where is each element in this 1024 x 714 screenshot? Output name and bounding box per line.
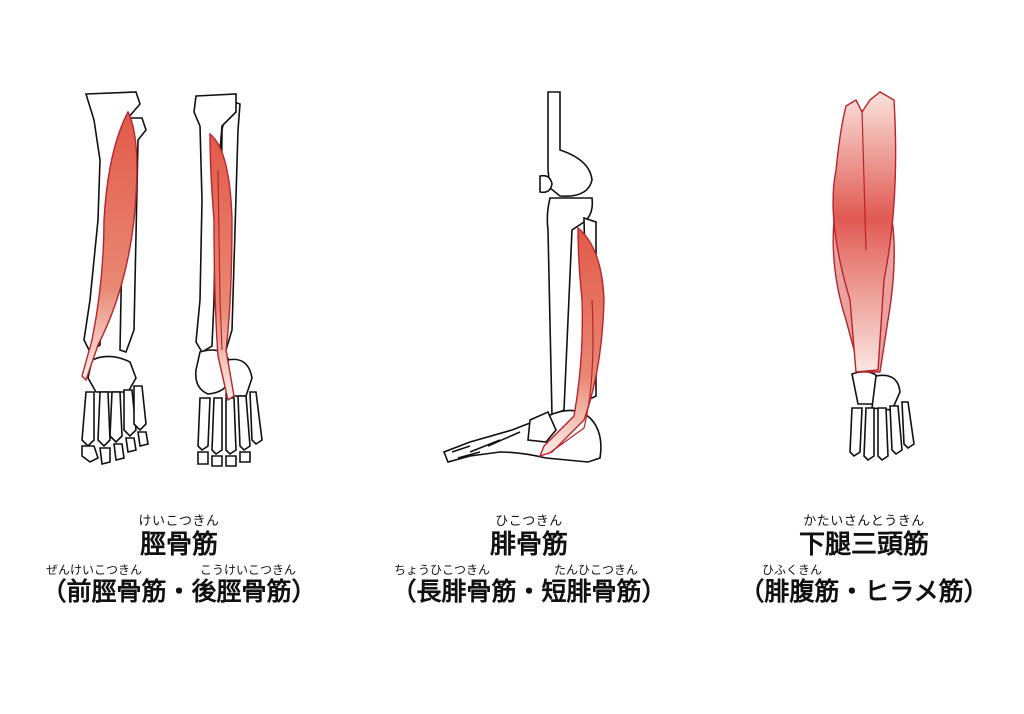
toe-4 xyxy=(125,437,137,453)
calf-metatarsal-2 xyxy=(863,407,875,462)
tibialis-posterior-center-line xyxy=(217,169,223,351)
metatarsal-5 xyxy=(133,385,147,432)
rear-metatarsal-4 xyxy=(237,395,251,452)
rear-metatarsal-2 xyxy=(211,397,223,456)
sub-label: （前脛骨筋・後脛骨筋） xyxy=(41,577,317,606)
metatarsal-3 xyxy=(109,391,123,444)
metatarsal-4 xyxy=(123,389,137,438)
calf-metatarsal-1 xyxy=(849,407,863,458)
sub-ruby-right: こうけいこつきん xyxy=(200,563,297,577)
calf-figure-bones xyxy=(849,370,915,462)
gastrocnemius-muscle xyxy=(832,91,897,373)
rear-metatarsal-1 xyxy=(197,397,211,452)
sub-ruby-left: ぜんけいこつきん xyxy=(46,563,143,577)
label-tibial-muscles: けいこつきん 脛骨筋 ぜんけいこつきん こうけいこつきん （前脛骨筋・後脛骨筋） xyxy=(14,514,344,613)
main-label: 脛骨筋 xyxy=(139,530,218,560)
sub-label: （腓腹筋・ヒラメ筋） xyxy=(739,577,989,606)
rear-toes xyxy=(197,451,251,467)
ankle-bones xyxy=(527,410,557,443)
toe-2 xyxy=(99,447,111,465)
toe-5 xyxy=(137,431,149,447)
tibialis-posterior-muscle xyxy=(209,132,235,402)
tibia-lateral xyxy=(546,197,594,418)
sub-label: （長腓骨筋・短腓骨筋） xyxy=(391,577,667,606)
label-triceps-surae: かたいさんとうきん 下腿三頭筋 ひふくきん （腓腹筋・ヒラメ筋） xyxy=(714,514,1014,613)
rear-metatarsal-5 xyxy=(249,391,263,446)
sub-ruby-left: ちょうひこつきん xyxy=(394,563,491,577)
femur-bone xyxy=(547,91,593,197)
main-ruby: かたいさんとうきん xyxy=(803,514,925,529)
sub-ruby-left: ひふくきん xyxy=(762,563,823,577)
lateral-leg-figure xyxy=(442,91,602,463)
tarsals-calf xyxy=(871,374,901,411)
label-peroneal-muscles: ひこつきん 腓骨筋 ちょうひこつきん たんひこつきん （長腓骨筋・短腓骨筋） xyxy=(364,514,694,613)
calf-metatarsal-4 xyxy=(889,405,903,456)
calf-metatarsal-5 xyxy=(901,401,915,450)
toe-3 xyxy=(113,443,125,461)
gastrocnemius-center-line xyxy=(861,109,867,251)
metatarsal-1 xyxy=(81,391,95,448)
peroneus-longus-muscle xyxy=(538,226,605,458)
main-ruby: けいこつきん xyxy=(138,514,220,529)
sub-ruby-right: たんひこつきん xyxy=(554,563,639,577)
tibia-front-figure xyxy=(81,91,149,465)
toe-1 xyxy=(81,445,99,463)
calf-metatarsal-3 xyxy=(877,407,889,462)
patella-bone xyxy=(539,174,553,194)
peroneus-brevis-tendon xyxy=(547,299,594,455)
lateral-toes xyxy=(451,431,521,459)
tarsal-bones xyxy=(87,355,137,393)
tibialis-anterior-muscle xyxy=(81,110,138,382)
metatarsal-2 xyxy=(97,391,111,448)
main-label: 腓骨筋 xyxy=(489,530,568,560)
tibia-bone xyxy=(83,91,141,354)
main-label: 下腿三頭筋 xyxy=(798,530,929,560)
rear-metatarsal-3 xyxy=(225,397,237,456)
main-ruby: ひこつきん xyxy=(495,514,563,529)
